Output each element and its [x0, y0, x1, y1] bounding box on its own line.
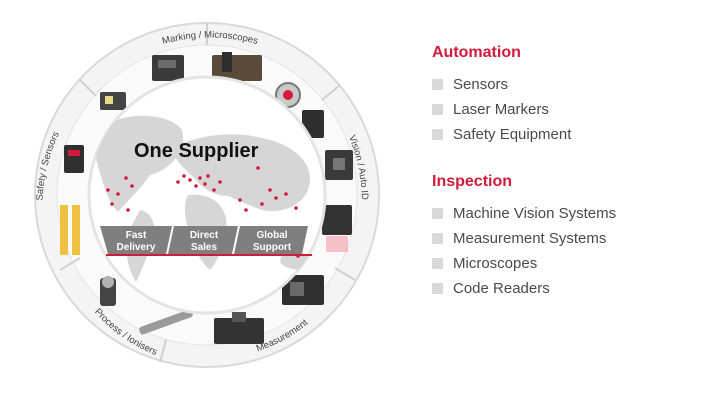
section-automation: Automation Sensors Laser Markers Safety … — [432, 44, 702, 147]
list-item-label: Code Readers — [453, 280, 550, 297]
band-global-line2: Support — [253, 242, 292, 253]
list-item: Microscopes — [432, 251, 702, 276]
band-direct-line2: Sales — [191, 242, 218, 253]
section-inspection: Inspection Machine Vision Systems Measur… — [432, 173, 702, 301]
square-bullet-icon — [432, 283, 443, 294]
inspection-list: Machine Vision Systems Measurement Syste… — [432, 201, 702, 301]
list-item: Laser Markers — [432, 97, 702, 122]
list-item: Machine Vision Systems — [432, 201, 702, 226]
measurement-sensor-image — [214, 312, 264, 344]
list-item: Safety Equipment — [432, 122, 702, 147]
automation-list: Sensors Laser Markers Safety Equipment — [432, 72, 702, 147]
safety-light-curtain-image — [60, 205, 80, 255]
laser-marker-image — [152, 55, 184, 81]
one-supplier-diagram: One Supplier Fast Delivery Direct Sales … — [34, 22, 380, 368]
square-bullet-icon — [432, 129, 443, 140]
center-title: One Supplier — [134, 140, 259, 162]
measurement-system-image — [282, 275, 324, 305]
square-bullet-icon — [432, 233, 443, 244]
band-block-global-support — [234, 226, 308, 254]
square-bullet-icon — [432, 104, 443, 115]
band-global-line1: Global — [256, 230, 287, 241]
product-images — [60, 52, 353, 344]
list-item: Measurement Systems — [432, 226, 702, 251]
section-title-inspection: Inspection — [432, 173, 513, 190]
laser-scanner-image — [322, 205, 352, 252]
vision-camera-image — [325, 150, 353, 180]
section-title-automation: Automation — [432, 44, 521, 61]
list-item: Sensors — [432, 72, 702, 97]
vision-sensor-image — [275, 82, 301, 108]
service-band: Fast Delivery Direct Sales Global Suppor… — [100, 226, 312, 256]
photoelectric-sensor-image — [64, 145, 84, 173]
fiber-sensor-image — [100, 92, 126, 110]
ioniser-bar-image — [139, 309, 193, 335]
list-item-label: Safety Equipment — [453, 126, 572, 143]
band-block-direct-sales — [168, 226, 238, 254]
microscope-image — [212, 52, 262, 81]
process-sensor-image — [100, 276, 116, 306]
list-item-label: Sensors — [453, 76, 509, 93]
list-item: Code Readers — [432, 276, 702, 301]
square-bullet-icon — [432, 258, 443, 269]
band-fast-line2: Delivery — [117, 242, 156, 253]
band-block-fast-delivery — [100, 226, 172, 254]
list-item-label: Microscopes — [453, 255, 538, 272]
square-bullet-icon — [432, 208, 443, 219]
band-fast-line1: Fast — [126, 230, 147, 241]
band-direct-line1: Direct — [190, 230, 219, 241]
list-item-label: Laser Markers — [453, 101, 549, 118]
list-item-label: Measurement Systems — [453, 230, 607, 247]
square-bullet-icon — [432, 79, 443, 90]
list-item-label: Machine Vision Systems — [453, 205, 617, 222]
category-panel: Automation Sensors Laser Markers Safety … — [432, 44, 702, 327]
